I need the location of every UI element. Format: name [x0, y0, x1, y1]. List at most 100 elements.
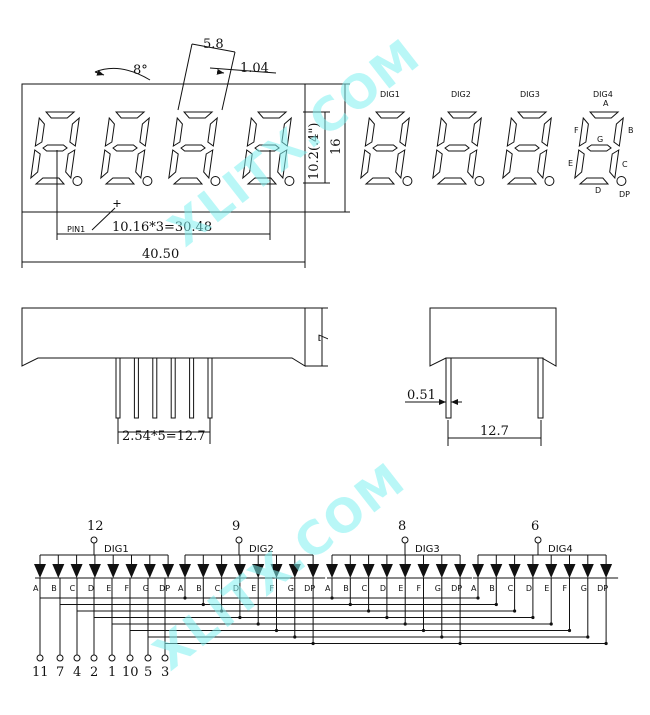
- segment-b: [281, 116, 292, 147]
- bottom-pin-terminal: [56, 654, 64, 662]
- segment-label: G: [143, 584, 149, 593]
- segment-label: F: [270, 584, 275, 593]
- segment-label: G: [435, 584, 441, 593]
- diode-g: [581, 564, 594, 578]
- segment-label: B: [343, 584, 349, 593]
- segment-label: E: [106, 584, 111, 593]
- segment-label: B: [489, 584, 495, 593]
- segment-g: [180, 144, 206, 152]
- seg-width-label: 5.8: [203, 37, 224, 52]
- bottom-pin-number: 11: [32, 665, 49, 680]
- side-pin-3: [152, 357, 158, 419]
- segment-a: [516, 111, 548, 119]
- segment-g: [42, 144, 68, 152]
- common-pin-number: 6: [531, 519, 539, 534]
- segment-label: D: [380, 584, 386, 593]
- seg-width-dim: [191, 43, 236, 53]
- segment-label: C: [508, 584, 514, 593]
- digit-label: DIG4: [548, 544, 573, 555]
- segment-label: B: [51, 584, 57, 593]
- side-pin-6: [207, 357, 213, 419]
- height-label: 16: [329, 138, 344, 155]
- segment-f: [436, 116, 447, 147]
- segment-e: [574, 149, 585, 180]
- segment-c: [537, 149, 548, 180]
- diode-d: [88, 564, 101, 578]
- segment-c: [203, 149, 214, 180]
- dig1-label: DIG1: [380, 90, 400, 99]
- segment-label: D: [233, 584, 239, 593]
- segment-a: [446, 111, 478, 119]
- segment-f: [172, 116, 183, 147]
- segment-label: DP: [597, 584, 608, 593]
- diode-b: [197, 564, 210, 578]
- front-digits: [30, 111, 295, 186]
- watermark-top: XLITX.COM: [159, 28, 431, 257]
- diode-c: [362, 564, 375, 578]
- end-pin-right: [537, 357, 544, 419]
- segment-a: [114, 111, 146, 119]
- segment-label: C: [362, 584, 368, 593]
- segment-label: DP: [304, 584, 315, 593]
- side-pin-1: [115, 357, 121, 419]
- bottom-pin-number: 10: [122, 665, 139, 680]
- decimal-point: [210, 176, 221, 186]
- seg-e-label: E: [568, 159, 573, 168]
- decimal-point: [544, 176, 555, 186]
- dig2-label: DIG2: [451, 90, 471, 99]
- segment-e: [432, 149, 443, 180]
- pin1-label: PIN1: [67, 225, 85, 234]
- diode-c: [215, 564, 228, 578]
- segment-d: [578, 177, 610, 185]
- segment-digit-2: [432, 111, 485, 186]
- diode-c: [508, 564, 521, 578]
- pitch-label: 2.54*5=12.7: [122, 429, 206, 444]
- net-junction: [183, 596, 187, 600]
- diode-f: [270, 564, 283, 578]
- diode-b: [344, 564, 357, 578]
- net-junction: [604, 641, 608, 646]
- segment-label: E: [398, 584, 403, 593]
- side-view-left: [21, 307, 328, 444]
- seg-c-label: C: [622, 160, 628, 169]
- side-pin-4: [170, 357, 176, 419]
- segment-d: [246, 177, 278, 185]
- front-labels: 8° 5.8 1.04 10.2(.4") 16 PIN1 10.16*3=30…: [67, 37, 344, 262]
- segment-d: [104, 177, 136, 185]
- bottom-pin-terminal: [108, 654, 116, 662]
- decimal-point: [72, 176, 83, 186]
- seg-d-label: D: [595, 186, 601, 195]
- common-pin-terminal: [90, 536, 98, 544]
- segment-f: [364, 116, 375, 147]
- front-digit-4: [242, 111, 295, 186]
- segment-b: [471, 116, 482, 147]
- segment-f: [246, 116, 257, 147]
- segment-c: [609, 149, 620, 180]
- segment-label: A: [178, 584, 184, 593]
- segment-label: A: [471, 584, 477, 593]
- segment-c: [65, 149, 76, 180]
- decimal-point: [142, 176, 153, 186]
- schematic: 12DIG1ABCDEFGDP9DIG2ABCDEFGDP8DIG3ABCDEF…: [32, 519, 619, 680]
- segment-d: [364, 177, 396, 185]
- bottom-pin-terminal: [36, 654, 44, 662]
- net-junction: [348, 602, 352, 607]
- segment-b: [613, 116, 624, 147]
- segment-label: C: [70, 584, 76, 593]
- net-junction: [256, 622, 260, 626]
- digit-label: DIG3: [415, 544, 440, 555]
- segment-label: F: [417, 584, 422, 593]
- segment-label: DP: [451, 584, 462, 593]
- diode-dp: [454, 564, 467, 578]
- segment-label: E: [544, 584, 549, 593]
- segment-d: [172, 177, 204, 185]
- net-junction: [238, 615, 242, 620]
- end-pin-left: [445, 357, 452, 419]
- diode-b: [52, 564, 65, 578]
- common-pin-terminal: [235, 536, 243, 544]
- net-junction: [201, 602, 205, 607]
- diode-d: [233, 564, 246, 578]
- diode-c: [70, 564, 83, 578]
- bottom-pin-number: 7: [56, 665, 64, 680]
